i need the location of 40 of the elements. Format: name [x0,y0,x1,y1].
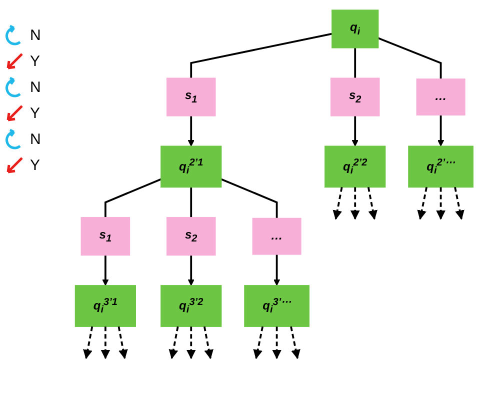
arrow [273,254,280,286]
node-box: s$_{2}$ [330,78,380,116]
connector [354,48,356,78]
arrow [188,116,194,146]
node-box: … [416,78,466,116]
node-box: s$_{2}$ [166,217,216,256]
branch-label: N [30,78,41,96]
branch-label: Y [30,52,40,70]
dashed-arrow [203,326,214,360]
dashed-arrow [436,187,446,220]
dashed-arrow [168,326,179,360]
dashed-arrow [417,187,428,220]
arrow [352,116,358,146]
node-box: s$_{1}$ [166,78,216,116]
connector [378,37,442,79]
node-box: … [252,218,302,255]
dashed-arrow [118,326,128,360]
connector [220,178,278,218]
connector [190,187,192,218]
dashed-arrow [454,187,464,220]
branch-label: N [30,26,41,44]
dashed-arrow [253,326,264,360]
arrow [188,255,194,286]
connector [190,32,332,78]
dashed-arrow [186,326,196,360]
dashed-arrow [272,326,282,360]
dashed-arrow [290,326,300,360]
arrow [437,115,444,146]
dashed-arrow [332,187,343,220]
dashed-arrow [367,187,378,220]
node-box: q$_{i}$ [332,10,379,48]
dashed-arrow [350,187,360,220]
connector [104,178,162,218]
branch-label: Y [30,156,40,174]
branch-label: N [30,130,41,148]
node-box: s$_{1}$ [80,217,130,256]
dashed-arrow [100,326,110,360]
branch-label: Y [30,104,40,122]
arrow [102,255,109,286]
dashed-arrow [83,326,94,360]
